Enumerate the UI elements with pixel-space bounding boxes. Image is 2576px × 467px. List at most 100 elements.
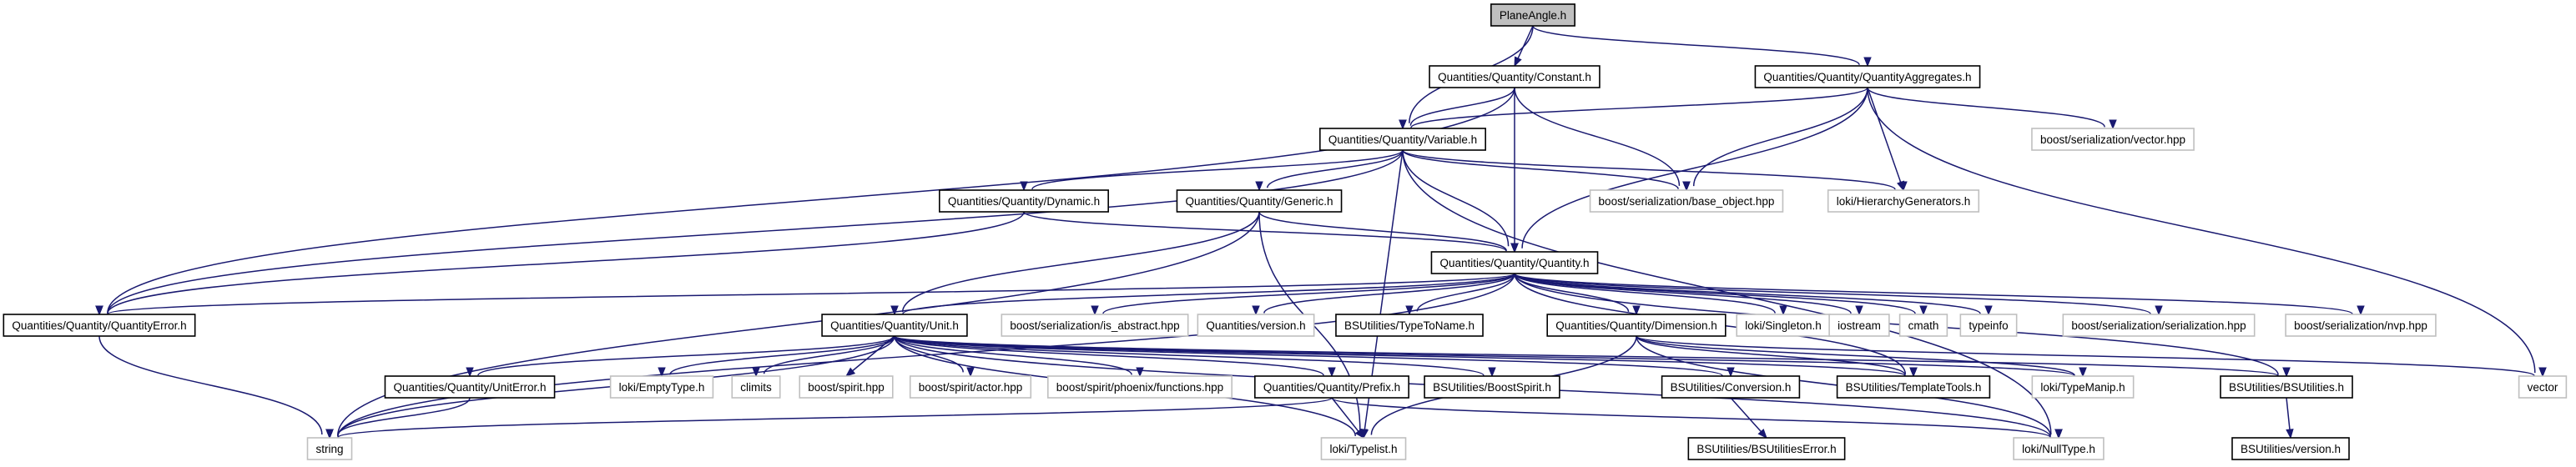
edge-generic-to-quantity: [1258, 211, 1507, 251]
node-label: BSUtilities/Conversion.h: [1671, 381, 1792, 394]
node-typeinfo[interactable]: typeinfo: [1959, 314, 2018, 337]
node-spirit[interactable]: boost/spirit.hpp: [799, 375, 894, 399]
node-quantity[interactable]: Quantities/Quantity/Quantity.h: [1430, 251, 1599, 274]
node-templatetools[interactable]: BSUtilities/TemplateTools.h: [1836, 375, 1991, 399]
edge-bsutilities-to-bsuversion: [2286, 397, 2291, 430]
node-emptytype[interactable]: loki/EmptyType.h: [609, 375, 714, 399]
node-generic[interactable]: Quantities/Quantity/Generic.h: [1176, 189, 1343, 213]
node-uniterror[interactable]: Quantities/Quantity/UnitError.h: [384, 375, 556, 399]
arrowhead-aggregates-to-variable: [1399, 119, 1407, 130]
node-bsutilities[interactable]: BSUtilities/BSUtilities.h: [2220, 375, 2353, 399]
arrowhead-unit-to-uniterror: [466, 367, 474, 378]
node-cmath[interactable]: cmath: [1898, 314, 1948, 337]
node-qerror[interactable]: Quantities/Quantity/QuantityError.h: [3, 314, 196, 337]
node-label: BSUtilities/BoostSpirit.h: [1433, 381, 1551, 394]
node-aggregates[interactable]: Quantities/Quantity/QuantityAggregates.h: [1754, 65, 1981, 88]
node-dynamic[interactable]: Quantities/Quantity/Dynamic.h: [939, 189, 1109, 213]
node-constant[interactable]: Quantities/Quantity/Constant.h: [1429, 65, 1601, 88]
edge-quantity-to-typetoname: [1416, 273, 1515, 312]
node-planeangle: PlaneAngle.h: [1490, 3, 1575, 27]
node-label: Quantities/Quantity/QuantityAggregates.h: [1763, 71, 1971, 83]
node-label: loki/Typelist.h: [1329, 443, 1397, 455]
node-bsspirit[interactable]: BSUtilities/BoostSpirit.h: [1424, 375, 1560, 399]
arrowhead-quantity-to-is_abstract: [1091, 305, 1099, 316]
edge-quantity-to-serialization: [1514, 273, 2151, 315]
node-singleton[interactable]: loki/Singleton.h: [1736, 314, 1831, 337]
edge-dimension-to-templatetools: [1636, 335, 1906, 375]
node-nulltype[interactable]: loki/NullType.h: [2013, 437, 2105, 460]
node-dimension[interactable]: Quantities/Quantity/Dimension.h: [1546, 314, 1727, 337]
arrowhead-variable-to-hiergen: [1899, 181, 1908, 192]
node-prefix[interactable]: Quantities/Quantity/Prefix.h: [1254, 375, 1409, 399]
edge-quantity-to-qversion: [1263, 273, 1515, 314]
node-serialization[interactable]: boost/serialization/serialization.hpp: [2062, 314, 2256, 337]
node-box: [1754, 65, 1981, 88]
node-iostream[interactable]: iostream: [1828, 314, 1890, 337]
node-variable[interactable]: Quantities/Quantity/Variable.h: [1319, 128, 1486, 151]
node-typelist[interactable]: loki/Typelist.h: [1320, 437, 1407, 460]
edge-variable-to-base_object: [1402, 149, 1679, 189]
node-is_abstract[interactable]: boost/serialization/is_abstract.hpp: [1001, 314, 1189, 337]
node-actor[interactable]: boost/spirit/actor.hpp: [909, 375, 1032, 399]
node-label: Quantities/Quantity/Constant.h: [1438, 71, 1591, 83]
arrowhead-variable-to-dynamic: [1020, 181, 1028, 192]
node-string[interactable]: string: [306, 437, 353, 460]
node-label: vector: [2528, 381, 2558, 394]
node-typetoname[interactable]: BSUtilities/TypeToName.h: [1335, 314, 1484, 337]
node-box: [2062, 314, 2256, 337]
node-climits[interactable]: climits: [731, 375, 781, 399]
node-box: [2231, 437, 2350, 460]
edge-aggregates-to-hiergen: [1867, 87, 1902, 183]
node-label: loki/Singleton.h: [1745, 319, 1822, 332]
node-box: [2285, 314, 2437, 337]
edge-quantity-to-singleton: [1514, 273, 1776, 314]
arrowhead-unit-to-conversion: [1727, 367, 1735, 378]
edge-variable-to-hiergen: [1402, 149, 1896, 190]
node-label: loki/NullType.h: [2022, 443, 2095, 455]
arrowhead-quantity-to-dimension: [1632, 305, 1641, 316]
node-label: Quantities/Quantity/Dimension.h: [1555, 319, 1717, 332]
node-label: Quantities/Quantity/Prefix.h: [1263, 381, 1400, 394]
arrowhead-dimension-to-vector: [2538, 367, 2547, 378]
node-qversion[interactable]: Quantities/version.h: [1197, 314, 1315, 337]
edge-unit-to-spirit: [852, 335, 895, 372]
node-box: [2031, 375, 2135, 399]
node-typemanip[interactable]: loki/TypeManip.h: [2031, 375, 2135, 399]
node-label: Quantities/Quantity/QuantityError.h: [12, 319, 186, 332]
edge-quantity-to-nvp: [1514, 273, 2353, 315]
node-label: loki/TypeManip.h: [2040, 381, 2125, 394]
edge-prefix-to-typelist: [1331, 397, 1359, 432]
node-box: [2013, 437, 2105, 460]
node-box: [1001, 314, 1189, 337]
edge-unit-to-typemanip: [894, 335, 2075, 377]
arrowhead-quantity-to-iostream: [1855, 305, 1863, 316]
edge-quantity-to-bsutilities: [1514, 273, 2279, 375]
edge-generic-to-unit: [901, 211, 1260, 313]
arrowhead-aggregates-to-serial_vector: [2109, 119, 2117, 130]
node-box: [1197, 314, 1315, 337]
node-label: Quantities/Quantity/Generic.h: [1185, 195, 1333, 208]
node-unit[interactable]: Quantities/Quantity/Unit.h: [821, 314, 968, 337]
edge-unit-to-uniterror: [477, 335, 895, 376]
edge-unit-to-emptytype: [669, 335, 895, 375]
edge-planeangle-to-constant: [1517, 25, 1534, 59]
arrowhead-dimension-to-templatetools: [1909, 367, 1918, 378]
node-label: string: [315, 443, 343, 455]
node-label: boost/spirit.hpp: [808, 381, 885, 394]
node-base_object[interactable]: boost/serialization/base_object.hpp: [1589, 189, 1784, 213]
node-nvp[interactable]: boost/serialization/nvp.hpp: [2285, 314, 2437, 337]
node-bsuerror[interactable]: BSUtilities/BSUtilitiesError.h: [1687, 437, 1846, 460]
node-bsuversion[interactable]: BSUtilities/version.h: [2231, 437, 2350, 460]
node-box: [306, 437, 353, 460]
arrowhead-quantity-to-typeinfo: [1984, 305, 1993, 316]
node-box: [1898, 314, 1948, 337]
node-box: [1546, 314, 1727, 337]
node-vector[interactable]: vector: [2518, 375, 2568, 399]
node-serial_vector[interactable]: boost/serialization/vector.hpp: [2031, 128, 2195, 151]
arrowhead-dimension-to-typemanip: [2079, 367, 2087, 378]
node-hiergen[interactable]: loki/HierarchyGenerators.h: [1827, 189, 1980, 213]
node-conversion[interactable]: BSUtilities/Conversion.h: [1661, 375, 1801, 399]
edge-aggregates-to-quantity: [1521, 87, 1868, 249]
node-phoenix[interactable]: boost/spirit/phoenix/functions.hpp: [1047, 375, 1233, 399]
node-label: cmath: [1908, 319, 1939, 332]
